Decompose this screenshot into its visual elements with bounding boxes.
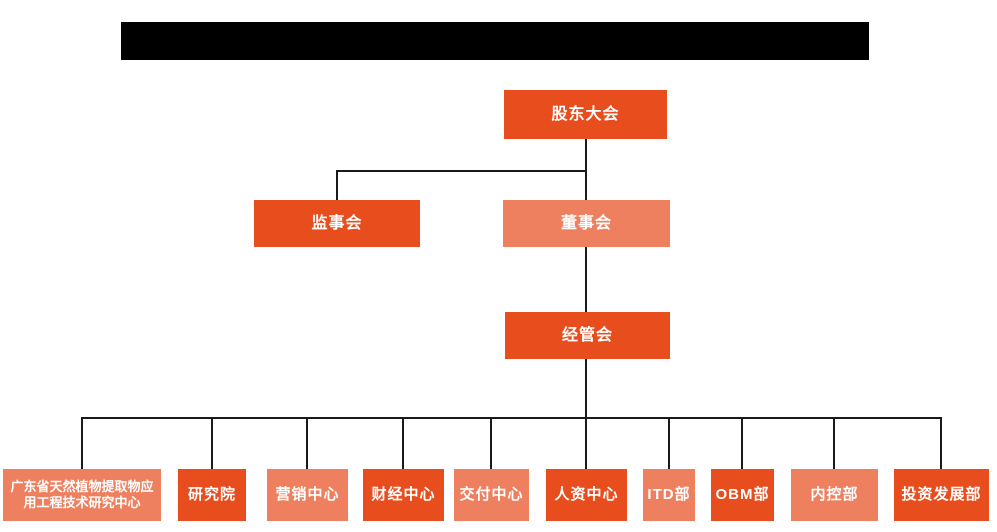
org-node-investment-development-dept: 投资发展部 — [894, 469, 989, 521]
connector-board-management — [585, 247, 587, 312]
org-node-board-of-directors: 董事会 — [503, 200, 670, 247]
org-node-research-center: 广东省天然植物提取物应用工程技术研究中心 — [3, 469, 161, 521]
org-node-management-committee: 经管会 — [505, 312, 670, 359]
org-node-delivery-center: 交付中心 — [454, 469, 529, 521]
connector-management-bus — [585, 359, 587, 418]
connector-branch-horizontal — [336, 170, 587, 172]
connector-drop-finance-center — [402, 417, 404, 469]
org-node-research-institute: 研究院 — [178, 469, 246, 521]
org-node-finance-center: 财经中心 — [363, 469, 444, 521]
org-node-obm-dept: OBM部 — [711, 469, 774, 521]
org-node-supervisory-board: 监事会 — [254, 200, 420, 247]
org-node-shareholders-meeting: 股东大会 — [504, 90, 667, 139]
org-node-internal-control-dept: 内控部 — [791, 469, 878, 521]
connector-drop-marketing-center — [306, 417, 308, 469]
connector-drop-obm-dept — [741, 417, 743, 469]
connector-supervisory-drop — [336, 170, 338, 200]
connector-drop-delivery-center — [490, 417, 492, 469]
connector-drop-internal-control-dept — [833, 417, 835, 469]
connector-drop-itd-dept — [668, 417, 670, 469]
org-node-itd-dept: ITD部 — [643, 469, 695, 521]
connector-shareholders-stem — [585, 139, 587, 200]
redacted-title-bar — [121, 22, 869, 60]
connector-drop-research-institute — [211, 417, 213, 469]
org-node-hr-center: 人资中心 — [546, 469, 627, 521]
org-node-marketing-center: 营销中心 — [267, 469, 348, 521]
connector-drop-research-center — [81, 417, 83, 469]
connector-department-bus — [81, 417, 942, 419]
connector-drop-investment-dev-dept — [940, 417, 942, 469]
connector-drop-hr-center — [585, 417, 587, 469]
